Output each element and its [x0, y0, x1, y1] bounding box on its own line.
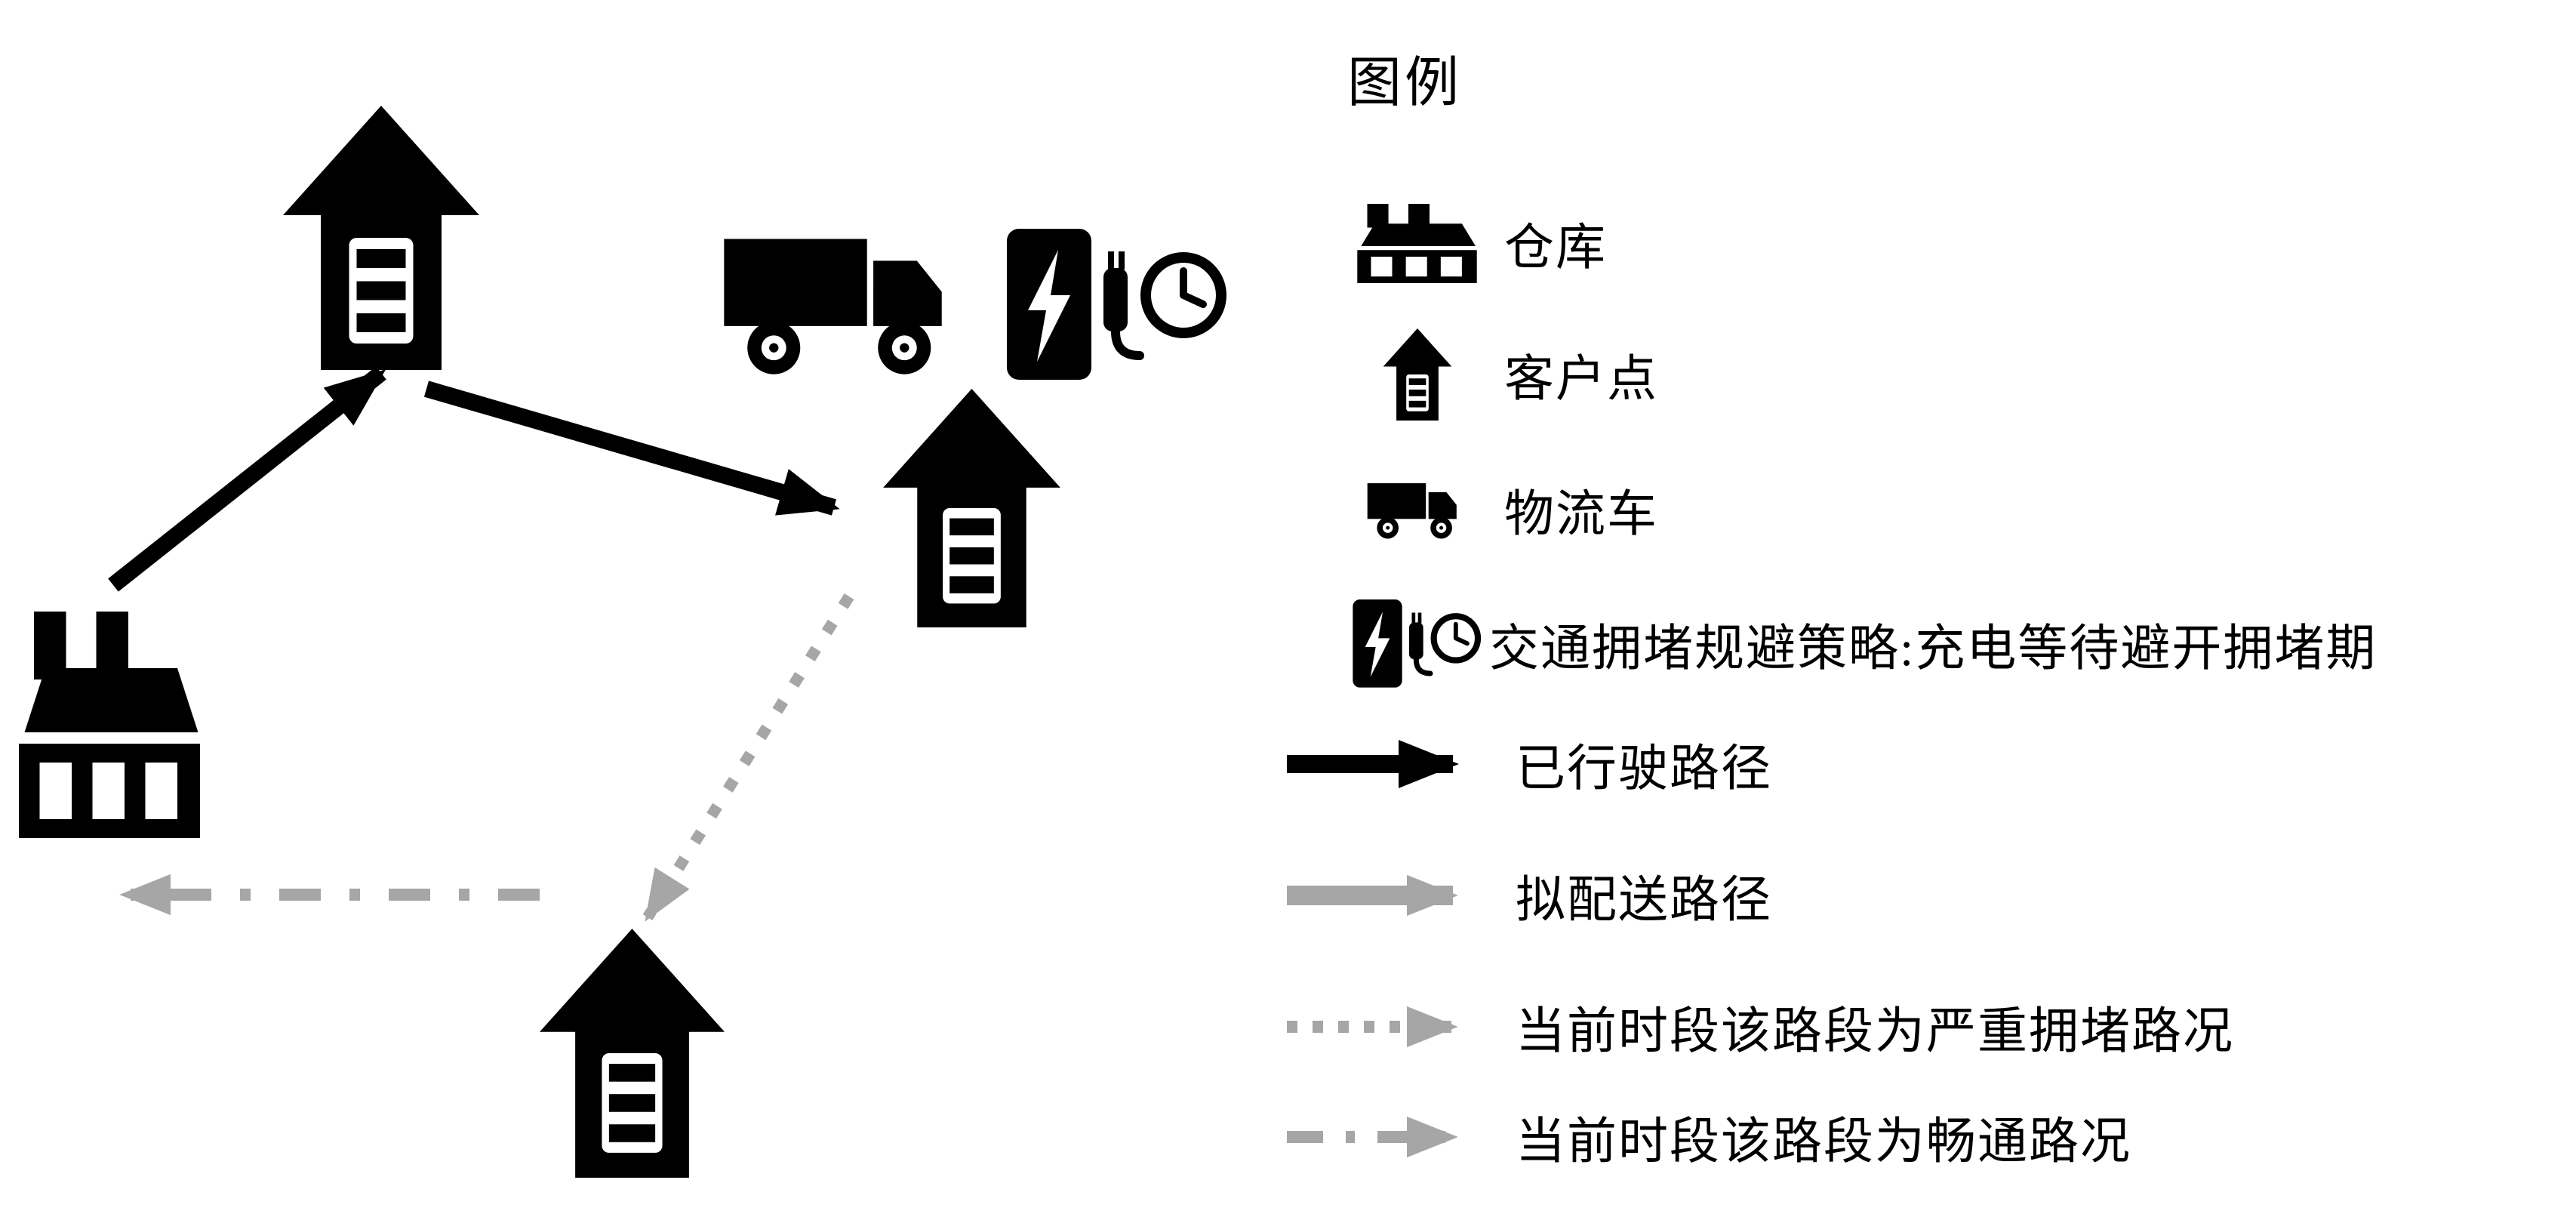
legend-label: 物流车 — [1504, 487, 1658, 542]
solid-gray-arrow — [1283, 869, 1510, 922]
legend-label: 拟配送路径 — [1516, 873, 1772, 928]
legend-label: 客户点 — [1504, 352, 1658, 407]
customer-point-icon — [283, 106, 479, 370]
warehouse-icon — [19, 612, 200, 838]
legend-item-severe-congestion: 当前时段该路段为严重拥堵路况 — [1283, 963, 2234, 1091]
customer-point-icon — [883, 389, 1060, 627]
charging-wait-icon — [1007, 229, 1221, 380]
charging-wait-icon — [1351, 593, 1483, 695]
legend-label: 已行驶路径 — [1516, 741, 1772, 797]
legend-label: 仓库 — [1504, 220, 1607, 276]
legend: 图例 仓库 客户点 物流车 交通拥堵规避策略:充电等待避开拥堵期 — [1283, 0, 2576, 1211]
legend-item-planned-path: 拟配送路径 — [1283, 831, 1772, 960]
legend-item-warehouse: 仓库 — [1283, 179, 1607, 307]
legend-item-customer-point: 客户点 — [1283, 310, 1658, 439]
legend-title: 图例 — [1347, 53, 1463, 113]
edge-warehouse-to-customer-top — [108, 366, 386, 592]
legend-label: 交通拥堵规避策略:充电等待避开拥堵期 — [1489, 621, 2377, 676]
logistics-truck-icon — [724, 239, 942, 374]
legend-label: 当前时段该路段为畅通路况 — [1516, 1114, 2131, 1169]
legend-item-clear-traffic: 当前时段该路段为畅通路况 — [1283, 1073, 2131, 1201]
legend-item-charging-wait: 交通拥堵规避策略:充电等待避开拥堵期 — [1283, 580, 2377, 708]
dash-dot-gray-arrow — [1283, 1111, 1510, 1163]
edge-customer-top-to-customer-mid — [423, 381, 840, 516]
legend-label: 当前时段该路段为严重拥堵路况 — [1516, 1004, 2234, 1059]
customer-point-icon — [540, 929, 725, 1178]
warehouse-icon — [1351, 203, 1483, 283]
edge-customer-mid-to-customer-bottom-congested — [642, 593, 854, 922]
legend-item-logistics-truck: 物流车 — [1283, 445, 1658, 574]
logistics-truck-icon — [1351, 478, 1483, 542]
dotted-gray-arrow — [1283, 1000, 1510, 1053]
customer-point-icon — [1351, 328, 1483, 421]
legend-item-traveled-path: 已行驶路径 — [1283, 700, 1772, 828]
solid-black-arrow — [1283, 738, 1510, 790]
